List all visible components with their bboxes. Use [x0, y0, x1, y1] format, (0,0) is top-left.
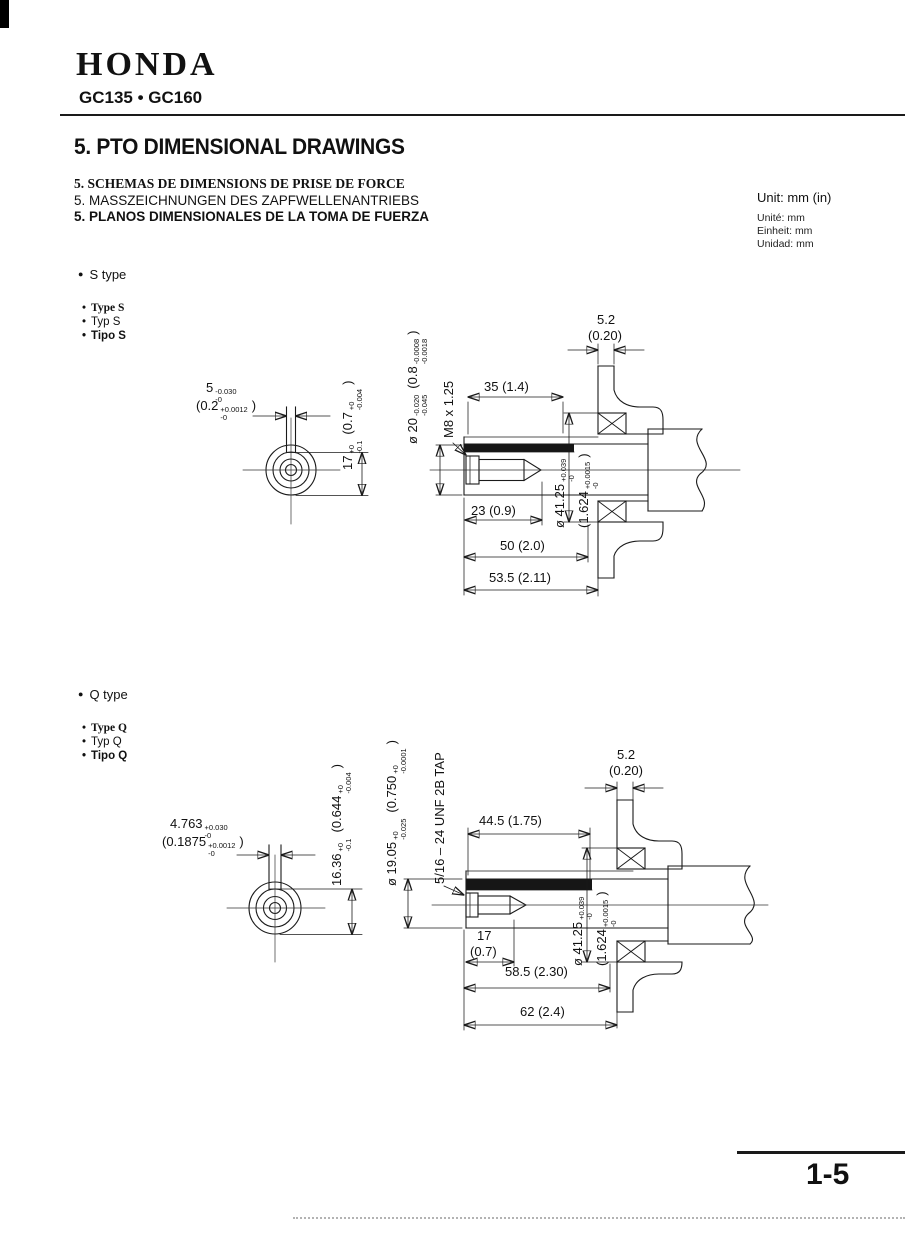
- q-thread-depth-in-label: (0.7): [470, 944, 497, 959]
- bullet-icon: •: [82, 736, 87, 748]
- section-title-de: 5. MASSZEICHNUNGEN DES ZAPFWELLENANTRIEB…: [74, 193, 420, 208]
- s-shaft-diameter-label: ø 20-0.020-0.045(0.8-0.0008-0.0018): [405, 330, 429, 444]
- q-type-dimension-lines: [404, 781, 664, 1031]
- s-type-dimension-lines: [436, 343, 645, 597]
- s-flange-width-mm-label: 5.2: [597, 312, 616, 327]
- bullet-icon: ●: [78, 689, 84, 699]
- q-flange-width-in-label: (0.20): [609, 763, 643, 778]
- q-length-58-5-label: 58.5 (2.30): [505, 964, 568, 979]
- q-bore-diameter-label: ø 41.25+0.039-0 (1.624+0.0015-0): [570, 891, 618, 966]
- bullet-icon: •: [82, 316, 87, 328]
- s-flange-width-in-label: (0.20): [588, 328, 622, 343]
- s-thread-depth-label: 23 (0.9): [471, 503, 516, 518]
- s-type-heading: ●S type: [78, 267, 127, 282]
- bullet-icon: ●: [78, 269, 84, 279]
- footer-rule: [737, 1151, 905, 1154]
- s-type-crankcase-section: [597, 365, 707, 579]
- section-title-es: 5. PLANOS DIMENSIONALES DE LA TOMA DE FU…: [74, 209, 430, 224]
- q-length-44-5-label: 44.5 (1.75): [479, 813, 542, 828]
- q-keyway-width-inch-label: (0.1875+0.0012-0): [162, 834, 244, 858]
- s-keyway-width-inch-label: (0.2+0.0012-0): [196, 398, 257, 422]
- q-type-side-view: [431, 870, 769, 929]
- s-keyway-width-label: 5-0.030-0: [206, 380, 237, 404]
- unit-note-de: Einheit: mm: [757, 225, 813, 237]
- bullet-icon: •: [82, 750, 87, 762]
- scan-artifact-line: [293, 1217, 905, 1219]
- honda-logo: HONDA: [76, 46, 218, 83]
- s-length-35-label: 35 (1.4): [484, 379, 529, 394]
- s-type-end-view: [242, 406, 369, 525]
- q-thread-spec-label: 5/16 – 24 UNF 2B TAP: [432, 752, 447, 884]
- q-length-62-label: 62 (2.4): [520, 1004, 565, 1019]
- s-length-53-5-label: 53.5 (2.11): [489, 570, 551, 585]
- q-keyway-width-label: 4.763+0.030-0: [170, 816, 228, 840]
- q-type-crankcase-section: [616, 799, 755, 1013]
- unit-note-translations: Unité: mm Einheit: mm Unidad: mm: [757, 212, 814, 251]
- q-type-sub-labels: •Type Q •Typ Q •Tipo Q: [82, 722, 128, 762]
- q-keyway-height-label: 16.36+0-0.1(0.644+0-0.004): [329, 764, 353, 886]
- s-keyway-height-label: 17+0-0.1(0.7+0-0.004): [340, 380, 364, 470]
- page-number: 1-5: [806, 1158, 850, 1191]
- q-type-end-view: [226, 844, 363, 963]
- q-thread-depth-mm-label: 17: [477, 928, 492, 943]
- unit-note-fr: Unité: mm: [757, 212, 805, 224]
- s-type-sub-labels: •Type S •Typ S •Tipo S: [82, 302, 126, 342]
- bullet-icon: •: [82, 302, 87, 314]
- header-rule: [60, 114, 905, 116]
- q-type-heading: ●Q type: [78, 687, 128, 702]
- unit-note: Unit: mm (in): [757, 190, 832, 205]
- q-flange-width-mm-label: 5.2: [617, 747, 636, 762]
- model-codes: GC135 • GC160: [79, 88, 203, 107]
- section-title-en: 5. PTO DIMENSIONAL DRAWINGS: [74, 134, 405, 159]
- unit-note-es: Unidad: mm: [757, 238, 814, 250]
- s-bore-diameter-label: ø 41.25+0.039-0 (1.624+0.0015-0): [552, 453, 600, 528]
- s-length-50-label: 50 (2.0): [500, 538, 545, 553]
- scan-corner-mark: [0, 0, 9, 28]
- q-shaft-diameter-label: ø 19.05+0-0.025(0.750+0-0.0001): [384, 739, 408, 886]
- section-title-fr: 5. SCHEMAS DE DIMENSIONS DE PRISE DE FOR…: [74, 176, 405, 191]
- bullet-icon: •: [82, 330, 87, 342]
- s-type-side-view: [429, 436, 741, 496]
- bullet-icon: •: [82, 722, 87, 734]
- s-thread-spec-label: M8 x 1.25: [441, 380, 456, 438]
